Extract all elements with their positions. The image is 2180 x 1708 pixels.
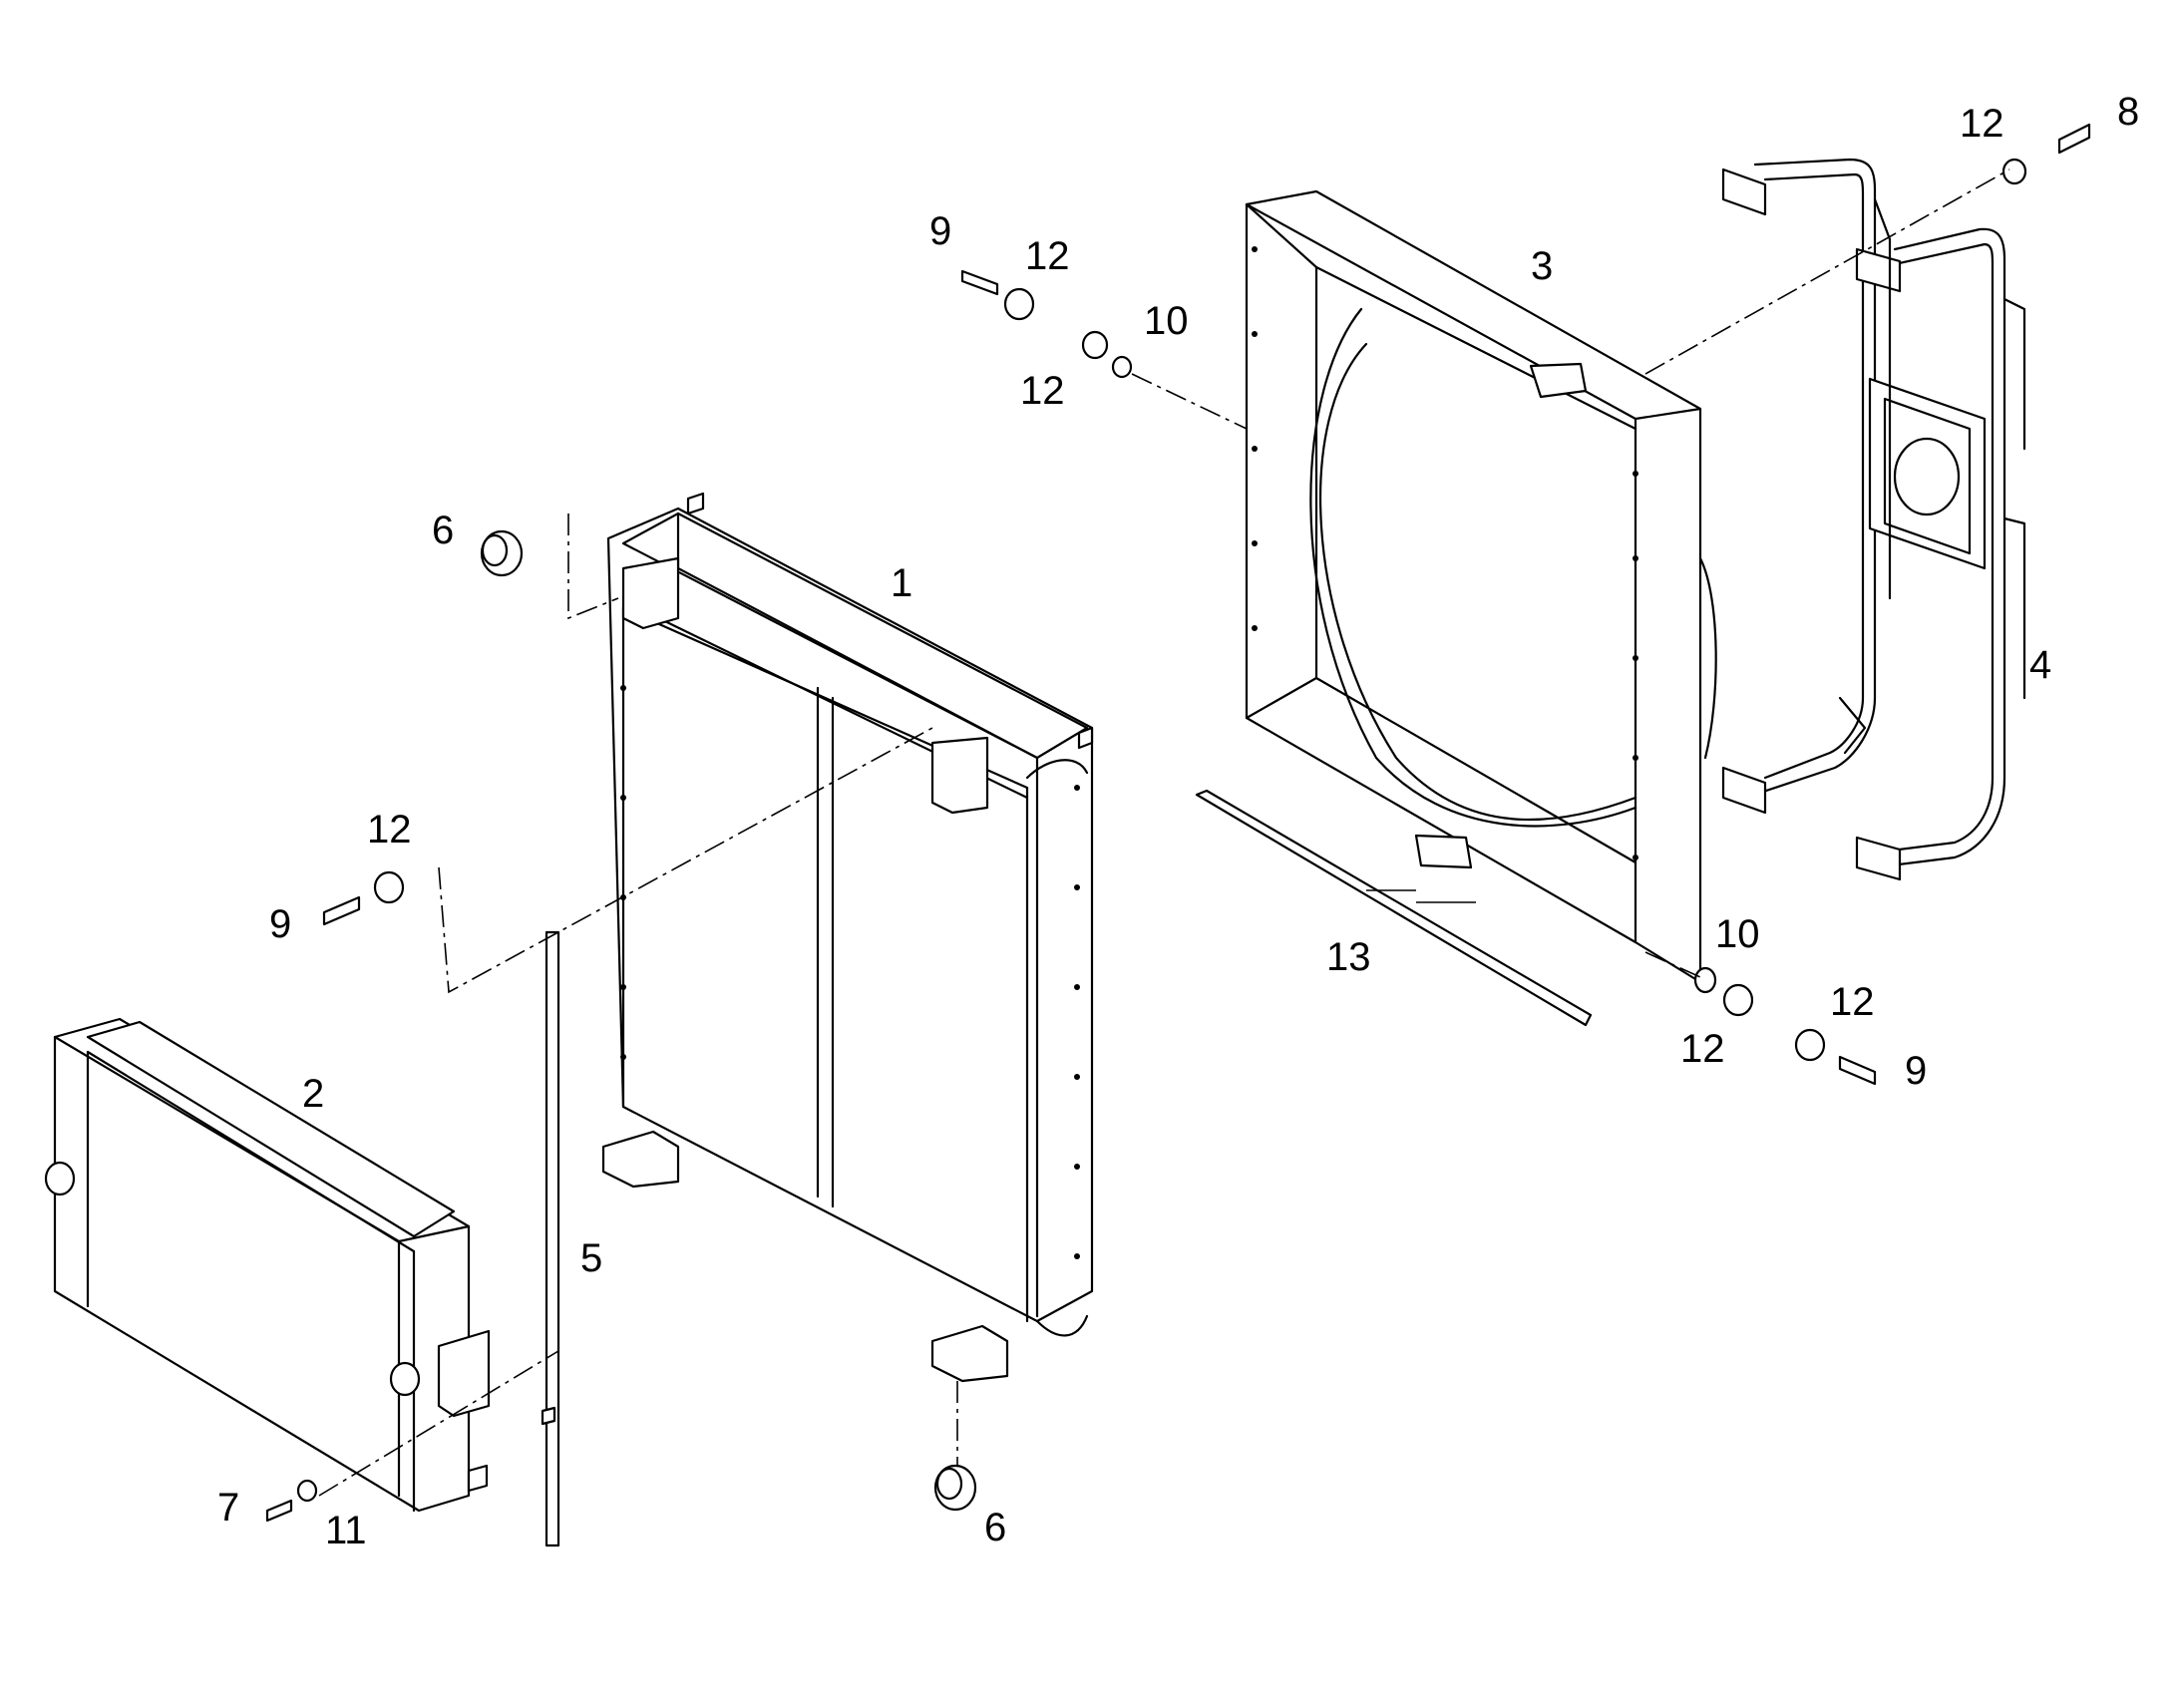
mounting-frame	[1721, 158, 2026, 881]
callout-2: 2	[302, 1072, 324, 1116]
callout-6-bottom: 6	[984, 1506, 1006, 1549]
callout-9-top: 9	[929, 209, 951, 253]
callout-12-right-low: 12	[1680, 1027, 1725, 1071]
shroud-bolt-holes	[1252, 246, 1638, 860]
radiator-core	[601, 492, 1094, 1383]
fastener-set-oil-cooler	[265, 1479, 318, 1523]
callout-1: 1	[891, 561, 912, 605]
rubber-mount-bottom	[933, 1464, 977, 1512]
callout-9-left: 9	[269, 902, 291, 946]
callout-10-right: 10	[1715, 912, 1760, 956]
fastener-set-top	[960, 269, 1133, 379]
callout-12-right: 12	[1830, 980, 1875, 1024]
side-bar	[541, 930, 560, 1547]
fan-shroud	[1245, 189, 1717, 984]
callout-10-top: 10	[1144, 299, 1189, 343]
callout-11: 11	[325, 1509, 367, 1552]
callout-8: 8	[2117, 90, 2139, 134]
callout-4: 4	[2029, 643, 2051, 687]
callout-6-top: 6	[432, 509, 454, 552]
callout-labels: 1 2 3 4 5 6 6 7 8 9 9 9 10 10 11 12 12 1…	[217, 90, 2139, 1552]
seal-strip	[1195, 789, 1593, 1027]
callout-12-mid: 12	[1020, 369, 1065, 413]
callout-13: 13	[1326, 935, 1371, 979]
fastener-set-right	[1693, 966, 1877, 1086]
fastener-set-top-right	[2001, 123, 2091, 185]
callout-12-top-right: 12	[1960, 102, 2004, 146]
callout-12-top: 12	[1025, 234, 1070, 278]
callout-3: 3	[1531, 244, 1553, 288]
assembly-lines	[318, 169, 2010, 1497]
callout-7: 7	[217, 1486, 239, 1530]
rubber-mount-top	[480, 529, 524, 577]
fastener-set-left	[322, 870, 405, 926]
callout-5: 5	[580, 1236, 602, 1280]
oil-cooler	[44, 1017, 491, 1513]
callout-9-right: 9	[1905, 1049, 1927, 1093]
callout-12-left: 12	[367, 808, 412, 852]
